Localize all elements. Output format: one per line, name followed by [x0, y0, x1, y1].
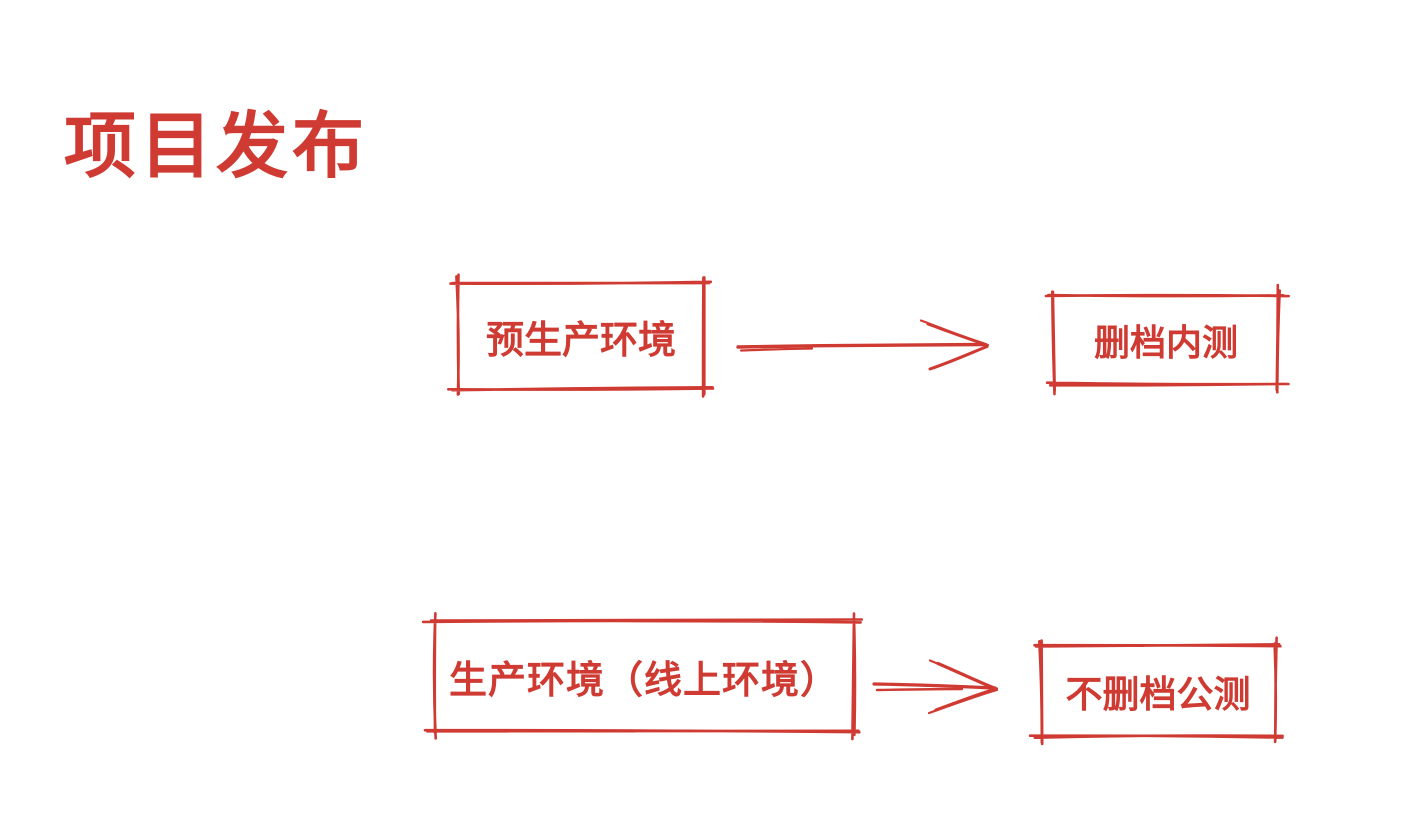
sketch-box-frame: [447, 273, 715, 398]
node-label: 删档内测: [1093, 322, 1238, 363]
arrow-right-icon: [872, 659, 999, 715]
arrow-right-icon: [736, 319, 990, 371]
node-label: 预生产环境: [485, 319, 676, 362]
node-closed-beta: 删档内测: [1044, 283, 1290, 396]
sketch-box-frame: [1044, 283, 1290, 396]
sketch-box-frame: [421, 612, 863, 741]
node-open-beta: 不删档公测: [1028, 636, 1284, 746]
node-label: 生产环境（线上环境）: [448, 659, 839, 702]
sketch-box-frame: [1028, 636, 1284, 746]
node-production-env: 生产环境（线上环境）: [421, 612, 863, 741]
node-label: 不删档公测: [1065, 674, 1251, 715]
node-pre-production-env: 预生产环境: [447, 273, 715, 398]
page-title: 项目发布: [64, 107, 369, 187]
